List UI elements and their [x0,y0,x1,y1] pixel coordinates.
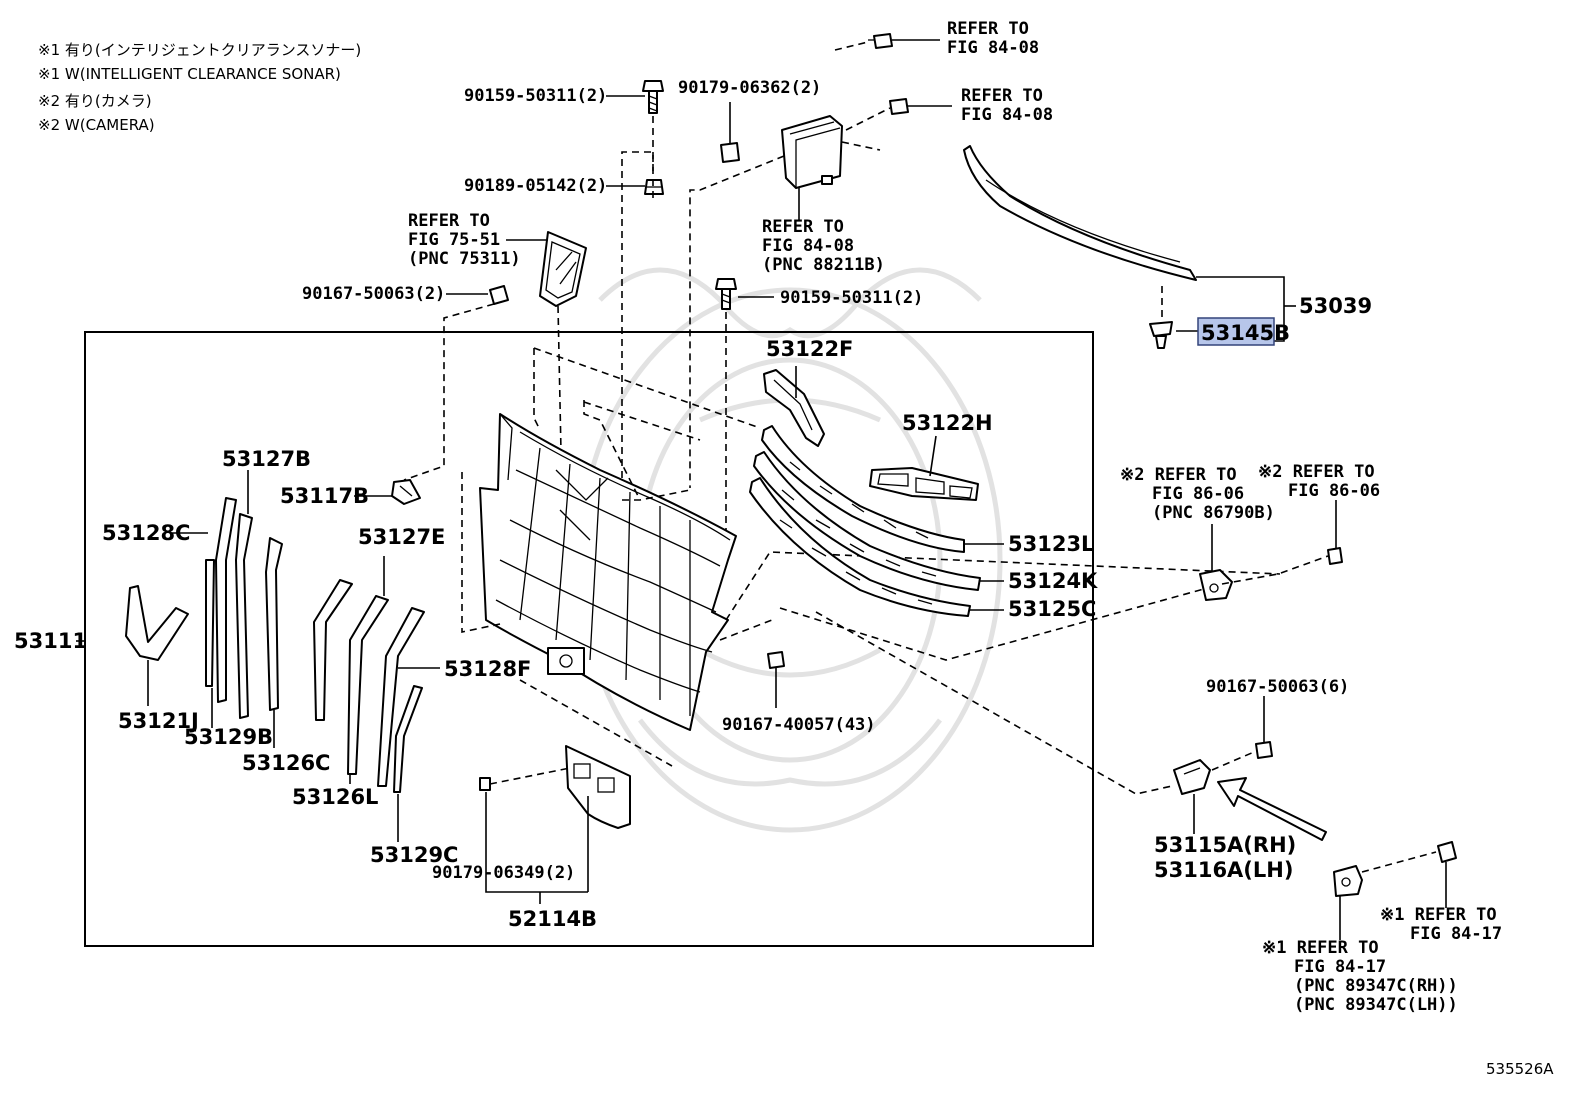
nut-icon [720,142,740,163]
part-label-90159-50311-mid[interactable]: 90159-50311(2) [780,288,923,308]
part-label-53121J[interactable]: 53121J [118,709,199,733]
clip-icon [1327,547,1343,565]
side-bracket-53115A-icon [1173,759,1211,795]
emblem-icon [539,231,587,307]
bracket-53117B-icon [391,479,421,505]
grille-molding-53123L-icon [761,425,965,553]
refer-to-sonar-a-line2[interactable]: FIG 84-17 [1410,924,1502,944]
part-label-90159-50311-top[interactable]: 90159-50311(2) [464,86,607,106]
refer-to-camera-b-line2[interactable]: FIG 86-06 [1288,481,1380,501]
direction-arrow-icon [1217,777,1327,841]
part-label-53111[interactable]: 53111 [14,629,87,653]
clip-icon [868,33,893,49]
clip-icon [1255,741,1273,759]
refer-to-sonar-b-line4[interactable]: (PNC 89347C(LH)) [1294,995,1458,1015]
molding-strip-icon [963,145,1197,281]
part-label-53039[interactable]: 53039 [1299,294,1372,318]
part-label-53123L[interactable]: 53123L [1008,532,1094,556]
grille-molding-53122F-icon [763,369,825,447]
note-line-4: ※2 W(CAMERA) [38,116,155,134]
diagram-id: 535526A [1486,1060,1554,1078]
part-label-53115A-rh[interactable]: 53115A(RH) [1154,833,1296,857]
radar-sensor-icon [781,115,843,189]
clip-icon [767,651,785,669]
part-label-53126L[interactable]: 53126L [292,785,378,809]
refer-to-camera-a-line1[interactable]: ※2 REFER TO [1120,465,1237,485]
part-label-90179-06362[interactable]: 90179-06362(2) [678,78,821,98]
assembly-box-53111 [84,331,1094,947]
part-label-53129B[interactable]: 53129B [184,725,273,749]
grille-insert-53122H-icon [869,467,979,501]
part-label-53127B[interactable]: 53127B [222,447,311,471]
grille-molding-53125C-icon [749,477,971,617]
refer-to-camera-b-line1[interactable]: ※2 REFER TO [1258,462,1375,482]
part-label-53126C[interactable]: 53126C [242,751,330,775]
part-label-90167-50063-6[interactable]: 90167-50063(6) [1206,677,1349,697]
part-label-53122F[interactable]: 53122F [766,337,853,361]
refer-to-radar-line1[interactable]: REFER TO [762,217,844,237]
note-line-3: ※2 有り(カメラ) [38,92,152,110]
refer-to-radar-line3[interactable]: (PNC 88211B) [762,255,885,275]
refer-to-emblem-line3[interactable]: (PNC 75311) [408,249,521,269]
part-label-53127E[interactable]: 53127E [358,525,445,549]
part-label-90167-50063-2[interactable]: 90167-50063(2) [302,284,445,304]
part-label-53129C[interactable]: 53129C [370,843,458,867]
trim-strips-center-icon [313,579,425,793]
part-label-53116A-lh[interactable]: 53116A(LH) [1154,858,1293,882]
clip-icon [1437,841,1457,863]
part-label-53124K[interactable]: 53124K [1008,569,1098,593]
bolt-icon [715,278,737,310]
refer-to-emblem-line2[interactable]: FIG 75-51 [408,230,500,250]
part-label-53117B[interactable]: 53117B [280,484,369,508]
part-label-53145B[interactable]: 53145B [1201,321,1290,345]
refer-to-sonar-a-line1[interactable]: ※1 REFER TO [1380,905,1497,925]
clip-icon [1149,321,1173,349]
refer-to-fig-84-08-a-line1[interactable]: REFER TO [947,19,1029,39]
refer-to-sonar-b-line1[interactable]: ※1 REFER TO [1262,938,1379,958]
clip-icon [889,98,909,115]
refer-to-radar-line2[interactable]: FIG 84-08 [762,236,854,256]
part-label-53128F[interactable]: 53128F [444,657,531,681]
refer-to-sonar-b-line3[interactable]: (PNC 89347C(RH)) [1294,976,1458,996]
part-label-53122H[interactable]: 53122H [902,411,993,435]
legend-notes: ※1 有り(インテリジェントクリアランスソナー) ※1 W(INTELLIGEN… [38,41,361,134]
part-label-53128C[interactable]: 53128C [102,521,190,545]
grille-molding-53124K-icon [753,451,981,591]
license-bracket-52114B-icon [565,745,631,829]
bolt-icon [642,80,664,114]
note-line-1: ※1 有り(インテリジェントクリアランスソナー) [38,41,361,59]
nut-icon [479,777,491,791]
refer-to-camera-a-line3[interactable]: (PNC 86790B) [1152,503,1275,523]
note-line-2: ※1 W(INTELLIGENT CLEARANCE SONAR) [38,65,341,83]
refer-to-fig-84-08-a-line2[interactable]: FIG 84-08 [947,38,1039,58]
camera-bracket-icon [1199,569,1233,601]
part-label-90189-05142[interactable]: 90189-05142(2) [464,176,607,196]
part-label-52114B[interactable]: 52114B [508,907,597,931]
nut-icon [644,179,664,195]
refer-to-sonar-b-line2[interactable]: FIG 84-17 [1294,957,1386,977]
trim-strips-left-icon [125,497,283,719]
refer-to-camera-a-line2[interactable]: FIG 86-06 [1152,484,1244,504]
part-label-90167-40057[interactable]: 90167-40057(43) [722,715,876,735]
clip-icon [489,285,509,305]
refer-to-fig-84-08-b-line1[interactable]: REFER TO [961,86,1043,106]
highlight-53145B [1197,317,1275,346]
refer-to-fig-84-08-b-line2[interactable]: FIG 84-08 [961,105,1053,125]
radiator-grille-icon [479,413,737,731]
refer-to-emblem-line1[interactable]: REFER TO [408,211,490,231]
part-label-53125C[interactable]: 53125C [1008,597,1096,621]
part-label-90179-06349[interactable]: 90179-06349(2) [432,863,575,883]
sonar-bracket-icon [1333,865,1363,897]
